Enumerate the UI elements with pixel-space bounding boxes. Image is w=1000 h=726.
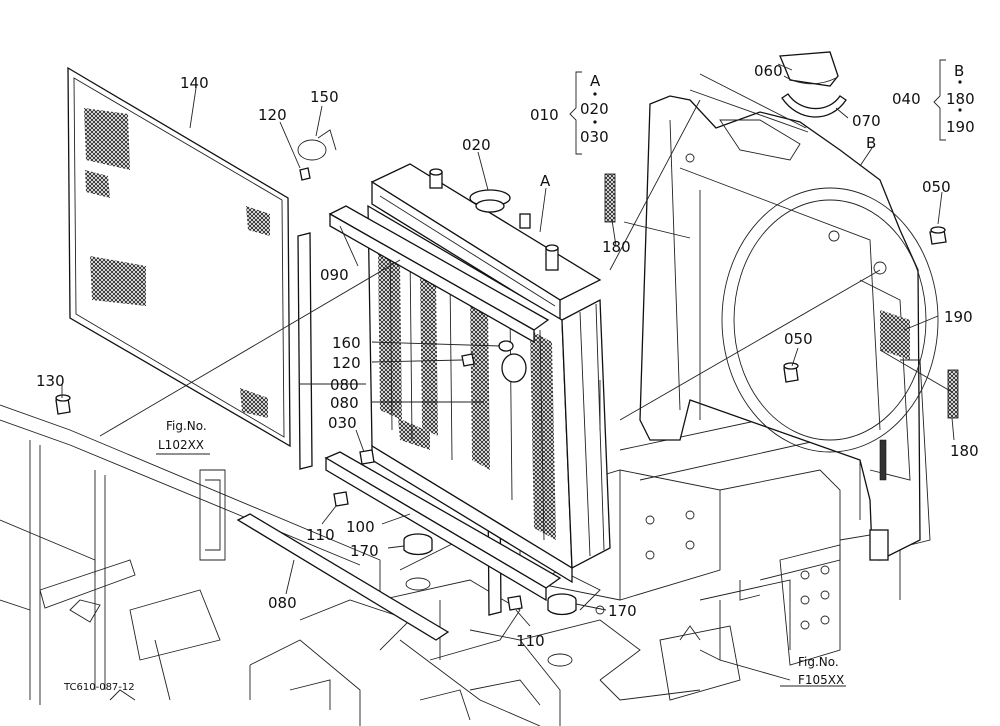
part-label: 110 (306, 526, 335, 544)
part-label: 170 (350, 542, 379, 560)
bracket-100 (324, 451, 562, 602)
part-label: 130 (36, 372, 65, 390)
group-040: 040 B 180 190 (892, 62, 975, 136)
part-label: 170 (608, 602, 637, 620)
part-label: 020 (462, 136, 491, 154)
bolt-050-upper (929, 226, 947, 245)
group-code-010: 010 (530, 106, 559, 124)
fig-ref-label: Fig.No. (798, 655, 839, 669)
bushing-160 (498, 340, 514, 352)
fig-ref-label: Fig.No. (166, 419, 207, 433)
cover-060 (779, 51, 839, 87)
group-item: B (954, 62, 964, 80)
part-label: 150 (310, 88, 339, 106)
part-label: 050 (784, 330, 813, 348)
seal-strip-080-left (297, 232, 313, 470)
fig-ref-right: Fig.No. F105XX (798, 655, 844, 687)
screen-panel-140 (67, 66, 291, 448)
part-label: 060 (754, 62, 783, 80)
part-label: 180 (602, 238, 631, 256)
bolt-110-right (507, 595, 523, 611)
group-item: 180 (946, 90, 975, 108)
bolt-120-mid (461, 353, 475, 367)
fig-ref-number: F105XX (798, 673, 844, 687)
leader-lines (61, 63, 955, 687)
part-label: 180 (950, 442, 979, 460)
part-label: 110 (516, 632, 545, 650)
part-label: 030 (328, 414, 357, 432)
group-item: 190 (946, 118, 975, 136)
bolt-050-lower (783, 362, 799, 383)
seal-180-top (604, 173, 616, 223)
bolt-030 (359, 449, 375, 465)
bracket-090 (328, 205, 550, 344)
bolt-110-left (333, 491, 349, 507)
part-label: A (540, 172, 551, 190)
seal-strip-080-bottom (236, 513, 450, 641)
seal-180-right (947, 369, 959, 419)
group-bracket-040 (933, 59, 946, 141)
cushion-170-left (403, 533, 433, 591)
part-label: 120 (258, 106, 287, 124)
part-label: 160 (332, 334, 361, 352)
fan-shroud (639, 95, 939, 561)
fig-ref-left: Fig.No. L102XX (158, 419, 207, 452)
part-label: 120 (332, 354, 361, 372)
drawing-code: TC610-087-12 (63, 682, 135, 693)
part-label: B (866, 134, 876, 152)
part-label: 050 (922, 178, 951, 196)
group-item: 030 (580, 128, 609, 146)
part-label: 140 (180, 74, 209, 92)
group-bracket-010 (569, 71, 582, 155)
group-item: A (590, 72, 601, 90)
cushion-170-right (547, 593, 577, 667)
group-010: 010 A 020 030 (530, 72, 609, 146)
part-labels: 140 120 150 020 A 090 160 120 080 080 03… (36, 62, 979, 650)
part-label: 080 (330, 394, 359, 412)
part-label: 080 (330, 376, 359, 394)
group-item: 020 (580, 100, 609, 118)
part-label: 100 (346, 518, 375, 536)
bolt-130 (55, 394, 71, 415)
part-label: 190 (944, 308, 973, 326)
group-code-040: 040 (892, 90, 921, 108)
part-label: 070 (852, 112, 881, 130)
fig-ref-number: L102XX (158, 438, 204, 452)
part-label: 090 (320, 266, 349, 284)
ring-070 (781, 93, 847, 118)
part-label: 080 (268, 594, 297, 612)
clamp-150 (297, 129, 337, 181)
radiator-core (367, 163, 611, 584)
